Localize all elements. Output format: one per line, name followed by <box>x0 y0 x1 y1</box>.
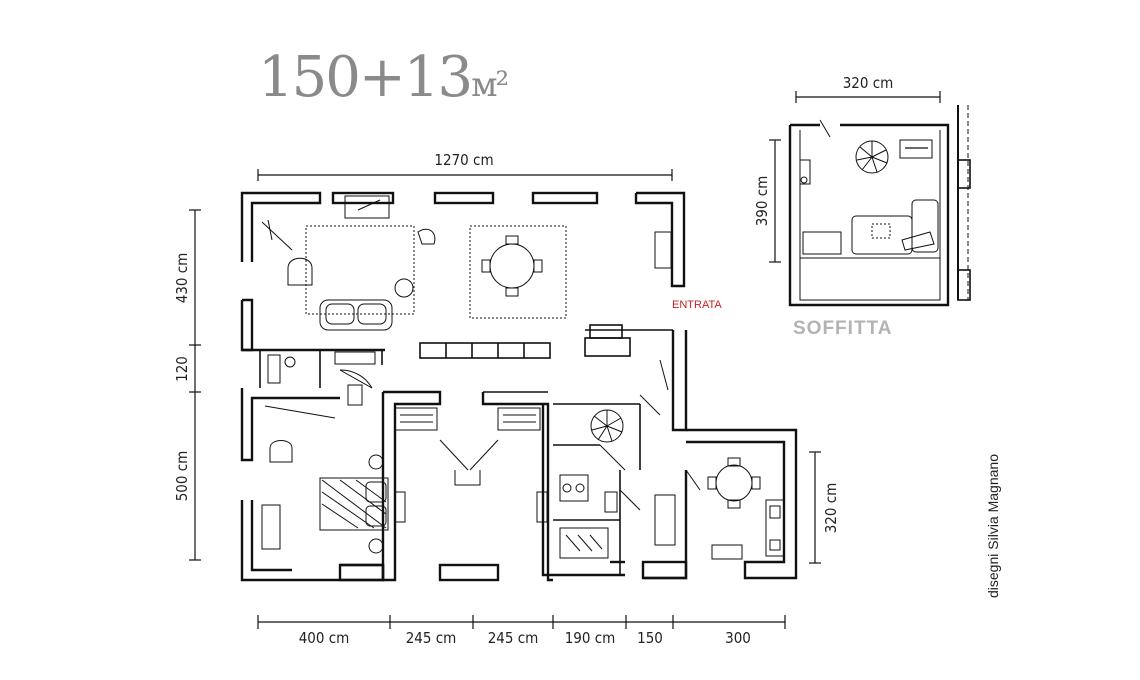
attic-plan <box>788 105 971 307</box>
dim-bottom-1: 400 cm <box>299 629 350 647</box>
dim-left-1: 430 cm <box>173 253 191 304</box>
entrance-label: ENTRATA <box>672 299 722 311</box>
dim-bottom-2: 245 cm <box>406 629 457 647</box>
dim-bottom-3: 245 cm <box>488 629 539 647</box>
area-title: 150+13м² <box>258 50 509 106</box>
area-unit: м² <box>471 65 509 105</box>
interior-walls <box>259 324 673 575</box>
exterior-walls <box>240 191 798 582</box>
service-area <box>559 409 785 560</box>
attic-label: SOFFITTA <box>793 318 893 339</box>
dim-attic-width: 320 cm <box>843 74 894 92</box>
dim-bottom-5: 150 <box>637 629 663 647</box>
dim-top-width: 1270 cm <box>434 151 493 169</box>
living-furniture <box>261 195 672 331</box>
dim-attic-height: 390 cm <box>753 176 771 227</box>
dim-left-2: 120 <box>173 356 191 382</box>
area-value: 150+13 <box>258 45 473 110</box>
dim-kitchen: 320 cm <box>822 483 840 534</box>
dim-left-3: 500 cm <box>173 451 191 502</box>
doors <box>339 359 701 511</box>
dim-bottom-4: 190 cm <box>565 629 616 647</box>
dim-bottom-6: 300 <box>725 629 751 647</box>
bedroom-furniture <box>261 351 548 554</box>
dimension-lines <box>189 91 941 629</box>
